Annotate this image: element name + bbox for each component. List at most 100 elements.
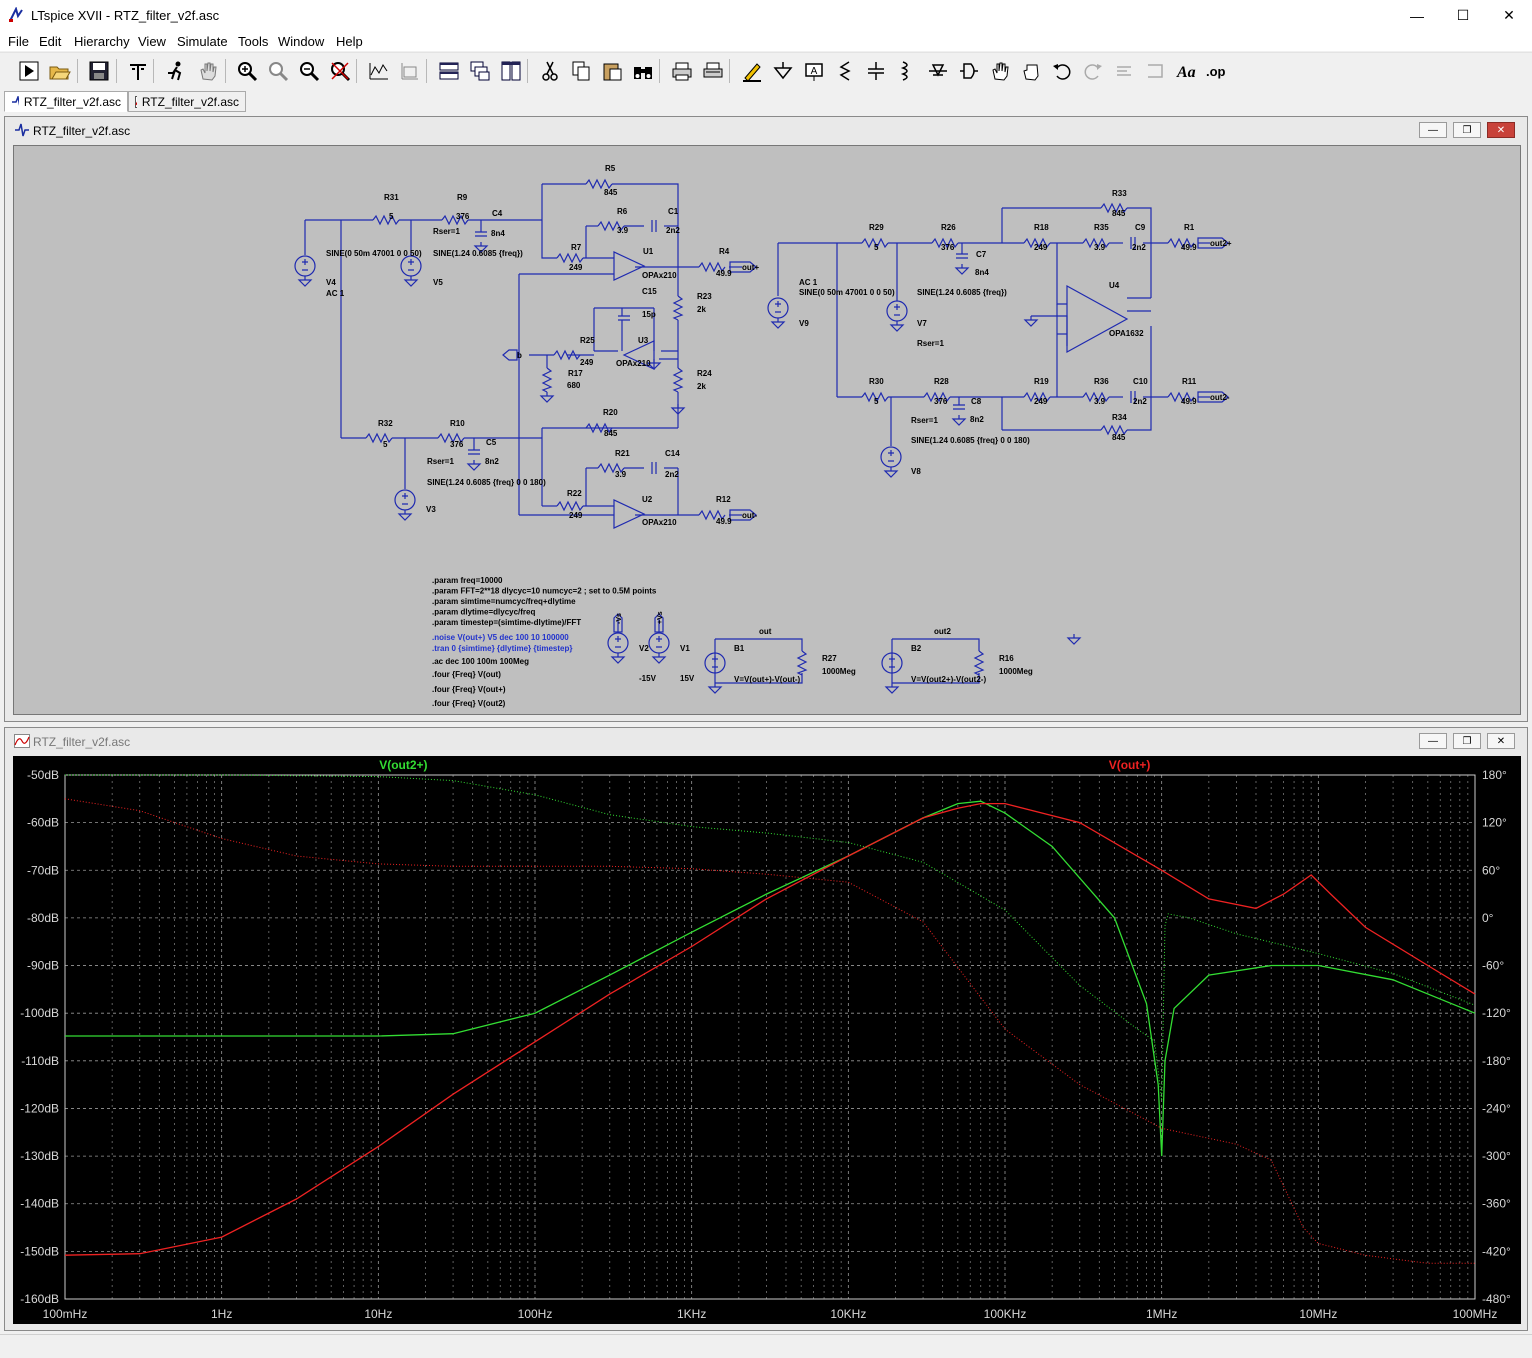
schematic-label: 15V: [680, 674, 695, 683]
zoom-fit-icon[interactable]: [327, 58, 353, 84]
spice-directive[interactable]: .noise V(out+) V5 dec 100 10 100000: [432, 633, 569, 642]
diode-icon[interactable]: [925, 58, 951, 84]
schematic-label: 49.9: [1181, 243, 1197, 252]
schematic-label: 249: [1034, 397, 1048, 406]
schematic-label: Rser=1: [433, 227, 460, 236]
tab-schematic[interactable]: RTZ_filter_v2f.asc: [4, 91, 128, 112]
tab-waveform[interactable]: RTZ_filter_v2f.asc: [128, 91, 246, 112]
tile-horizontal-icon[interactable]: [436, 58, 462, 84]
menu-tools[interactable]: Tools: [238, 34, 269, 49]
menu-hierarchy[interactable]: Hierarchy: [74, 34, 130, 49]
redo-icon[interactable]: [1080, 58, 1106, 84]
zoom-out-icon[interactable]: [296, 58, 322, 84]
text-icon[interactable]: Aa: [1173, 58, 1199, 84]
autorange-icon[interactable]: [366, 58, 392, 84]
spice-directive[interactable]: .four {Freq} V(out): [432, 670, 501, 679]
save-icon[interactable]: [86, 58, 112, 84]
copy-icon[interactable]: [568, 58, 594, 84]
plot-frame: [64, 774, 1476, 1300]
menu-view[interactable]: View: [138, 34, 166, 49]
print-setup-icon[interactable]: [700, 58, 726, 84]
minimize-button[interactable]: —: [1410, 7, 1424, 24]
schematic-label: C5: [486, 438, 497, 447]
waveform-restore-button[interactable]: ❐: [1453, 733, 1481, 749]
schematic-label: 376: [934, 397, 948, 406]
schematic-label: R1: [1184, 223, 1195, 232]
spice-directive-icon[interactable]: .op: [1204, 58, 1230, 84]
y2-tick-label: 180°: [1482, 768, 1507, 782]
schematic-restore-button[interactable]: ❐: [1453, 122, 1481, 138]
schematic-label: C10: [1133, 377, 1148, 386]
inductor-icon[interactable]: [894, 58, 920, 84]
capacitor-icon[interactable]: [863, 58, 889, 84]
spice-directive[interactable]: .tran 0 {simtime} {dlytime} {timestep}: [432, 644, 573, 653]
move-icon[interactable]: [987, 58, 1013, 84]
schematic-close-button[interactable]: ✕: [1487, 122, 1515, 138]
schematic-label: V3: [426, 505, 436, 514]
cut-icon[interactable]: [537, 58, 563, 84]
component-icon[interactable]: [956, 58, 982, 84]
find-icon[interactable]: [630, 58, 656, 84]
spice-directive[interactable]: .four {Freq} V(out2+): [432, 713, 510, 714]
menu-window[interactable]: Window: [278, 34, 325, 49]
waveform-close-button[interactable]: ✕: [1487, 733, 1515, 749]
halt-icon[interactable]: [163, 58, 189, 84]
trace-legend-label[interactable]: V(out2+): [379, 758, 427, 772]
pan-icon[interactable]: [195, 58, 221, 84]
schematic-label: AC 1: [799, 278, 818, 287]
schematic-label: 3.9: [1094, 243, 1106, 252]
paste-icon[interactable]: [599, 58, 625, 84]
open-icon[interactable]: [47, 58, 73, 84]
y-tick-label: -130dB: [20, 1149, 59, 1163]
spice-directive[interactable]: .param freq=10000: [432, 576, 503, 585]
menu-file[interactable]: File: [8, 34, 29, 49]
undo-icon[interactable]: [1049, 58, 1075, 84]
zoom-box-icon[interactable]: [265, 58, 291, 84]
drag-icon[interactable]: [1018, 58, 1044, 84]
label-icon[interactable]: A: [801, 58, 827, 84]
schematic-label: 5: [383, 440, 388, 449]
tile-vertical-icon[interactable]: [498, 58, 524, 84]
rotate-icon[interactable]: [1111, 58, 1137, 84]
waveform-plot[interactable]: -50dB-60dB-70dB-80dB-90dB-100dB-110dB-12…: [13, 756, 1521, 1324]
magnitude-trace[interactable]: [65, 800, 1476, 1157]
phase-trace[interactable]: [64, 798, 1475, 1264]
menu-help[interactable]: Help: [336, 34, 363, 49]
resistor-icon[interactable]: [832, 58, 858, 84]
phase-trace[interactable]: [65, 774, 1476, 1101]
schematic-label: C15: [642, 287, 657, 296]
cascade-icon[interactable]: [467, 58, 493, 84]
spice-directive[interactable]: .ac dec 100 100m 100Meg: [432, 657, 529, 666]
close-button[interactable]: ✕: [1503, 7, 1515, 23]
schematic-label: 8n4: [491, 229, 505, 238]
schematic-label: 249: [580, 358, 594, 367]
control-panel-icon[interactable]: [125, 58, 151, 84]
draw-wire-icon[interactable]: [739, 58, 765, 84]
schematic-label: 376: [941, 243, 955, 252]
schematic-minimize-button[interactable]: —: [1419, 122, 1447, 138]
spice-directive[interactable]: .four {Freq} V(out+): [432, 685, 506, 694]
plot-settings-icon[interactable]: [397, 58, 423, 84]
trace-legend-label[interactable]: V(out+): [1109, 758, 1151, 772]
spice-directive[interactable]: .four {Freq} V(out2): [432, 699, 506, 708]
schematic-label: 15p: [642, 310, 656, 319]
net-label: b: [517, 351, 522, 360]
zoom-in-icon[interactable]: [234, 58, 260, 84]
run-icon[interactable]: [16, 58, 42, 84]
waveform-minimize-button[interactable]: —: [1419, 733, 1447, 749]
spice-directive[interactable]: .param timestep=(simtime-dlytime)/FFT: [432, 618, 581, 627]
print-icon[interactable]: [669, 58, 695, 84]
menu-simulate[interactable]: Simulate: [177, 34, 228, 49]
spice-directive[interactable]: .param simtime=numcyc/freq+dlytime: [432, 597, 576, 606]
bode-plot[interactable]: -50dB-60dB-70dB-80dB-90dB-100dB-110dB-12…: [13, 756, 1521, 1324]
schematic-label: V=V(out2+)-V(out2-): [911, 675, 986, 684]
maximize-button[interactable]: ☐: [1456, 7, 1470, 23]
mirror-icon[interactable]: [1142, 58, 1168, 84]
magnitude-trace[interactable]: [64, 802, 1476, 1256]
spice-directive[interactable]: .param dlytime=dlycyc/freq: [432, 608, 535, 617]
ground-icon[interactable]: [770, 58, 796, 84]
spice-directive[interactable]: .param FFT=2**18 dlycyc=10 numcyc=2 ; se…: [432, 587, 657, 596]
menu-edit[interactable]: Edit: [39, 34, 62, 49]
